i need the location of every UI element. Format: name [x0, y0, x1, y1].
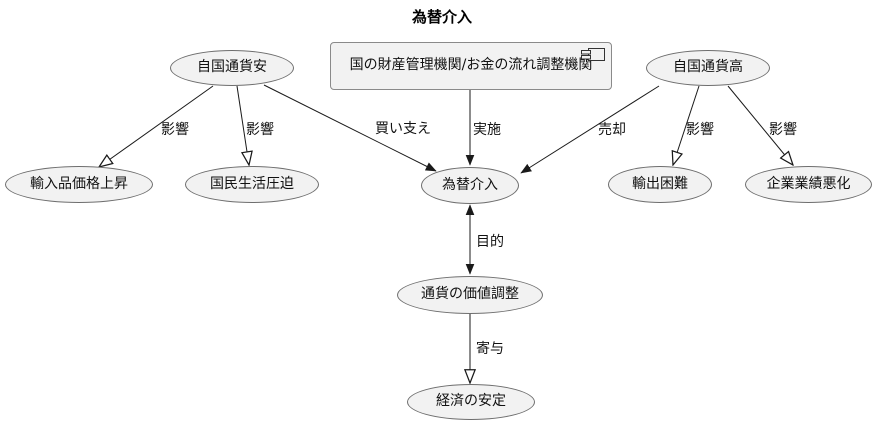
node-export-difficulty-label: 輸出困難 [632, 175, 688, 192]
node-value-adjustment: 通貨の価値調整 [397, 276, 543, 314]
node-intervention: 為替介入 [421, 167, 519, 204]
edge-label-agency-to-intervention: 実施 [473, 122, 501, 138]
node-currency-weak-label: 自国通貨安 [197, 59, 267, 76]
node-agency: 国の財産管理機関/お金の流れ調整機関 [330, 42, 612, 90]
node-livelihood-pressure-label: 国民生活圧迫 [210, 175, 294, 192]
node-import-price-rise-label: 輸入品価格上昇 [30, 175, 128, 192]
node-agency-label: 国の財産管理機関/お金の流れ調整機関 [349, 57, 593, 74]
node-corporate-decline-label: 企業業績悪化 [766, 175, 851, 192]
edge-label-weak-to-import: 影響 [161, 122, 189, 138]
edge-weak-to-livelihood [236, 85, 249, 165]
edge-label-weak-to-intervention: 買い支え [375, 121, 431, 137]
node-economic-stability-label: 経済の安定 [436, 393, 506, 410]
edge-weak-to-intervention [263, 84, 437, 172]
node-currency-strong-label: 自国通貨高 [673, 59, 743, 76]
edge-label-strong-to-intervention: 売却 [598, 122, 626, 138]
node-import-price-rise: 輸入品価格上昇 [5, 166, 153, 203]
edge-strong-to-corporate [727, 85, 793, 165]
node-export-difficulty: 輸出困難 [608, 166, 712, 203]
edge-label-strong-to-corporate: 影響 [769, 122, 797, 138]
edge-label-strong-to-export: 影響 [686, 122, 714, 138]
edge-strong-to-intervention [520, 85, 660, 174]
component-icon [581, 48, 605, 61]
node-corporate-decline: 企業業績悪化 [745, 166, 872, 203]
node-intervention-label: 為替介入 [442, 176, 498, 193]
edge-label-adjustment-to-stability: 寄与 [476, 341, 504, 357]
diagram-title: 為替介入 [411, 8, 472, 26]
edge-strong-to-export [673, 85, 700, 165]
edge-weak-to-import [99, 85, 214, 167]
edge-label-intervention-to-adjustment: 目的 [476, 234, 504, 250]
node-currency-strong: 自国通貨高 [646, 50, 770, 86]
node-economic-stability: 経済の安定 [407, 384, 535, 420]
node-currency-weak: 自国通貨安 [170, 50, 294, 86]
edge-label-weak-to-livelihood: 影響 [246, 122, 274, 138]
node-value-adjustment-label: 通貨の価値調整 [421, 286, 519, 303]
node-livelihood-pressure: 国民生活圧迫 [185, 166, 319, 203]
